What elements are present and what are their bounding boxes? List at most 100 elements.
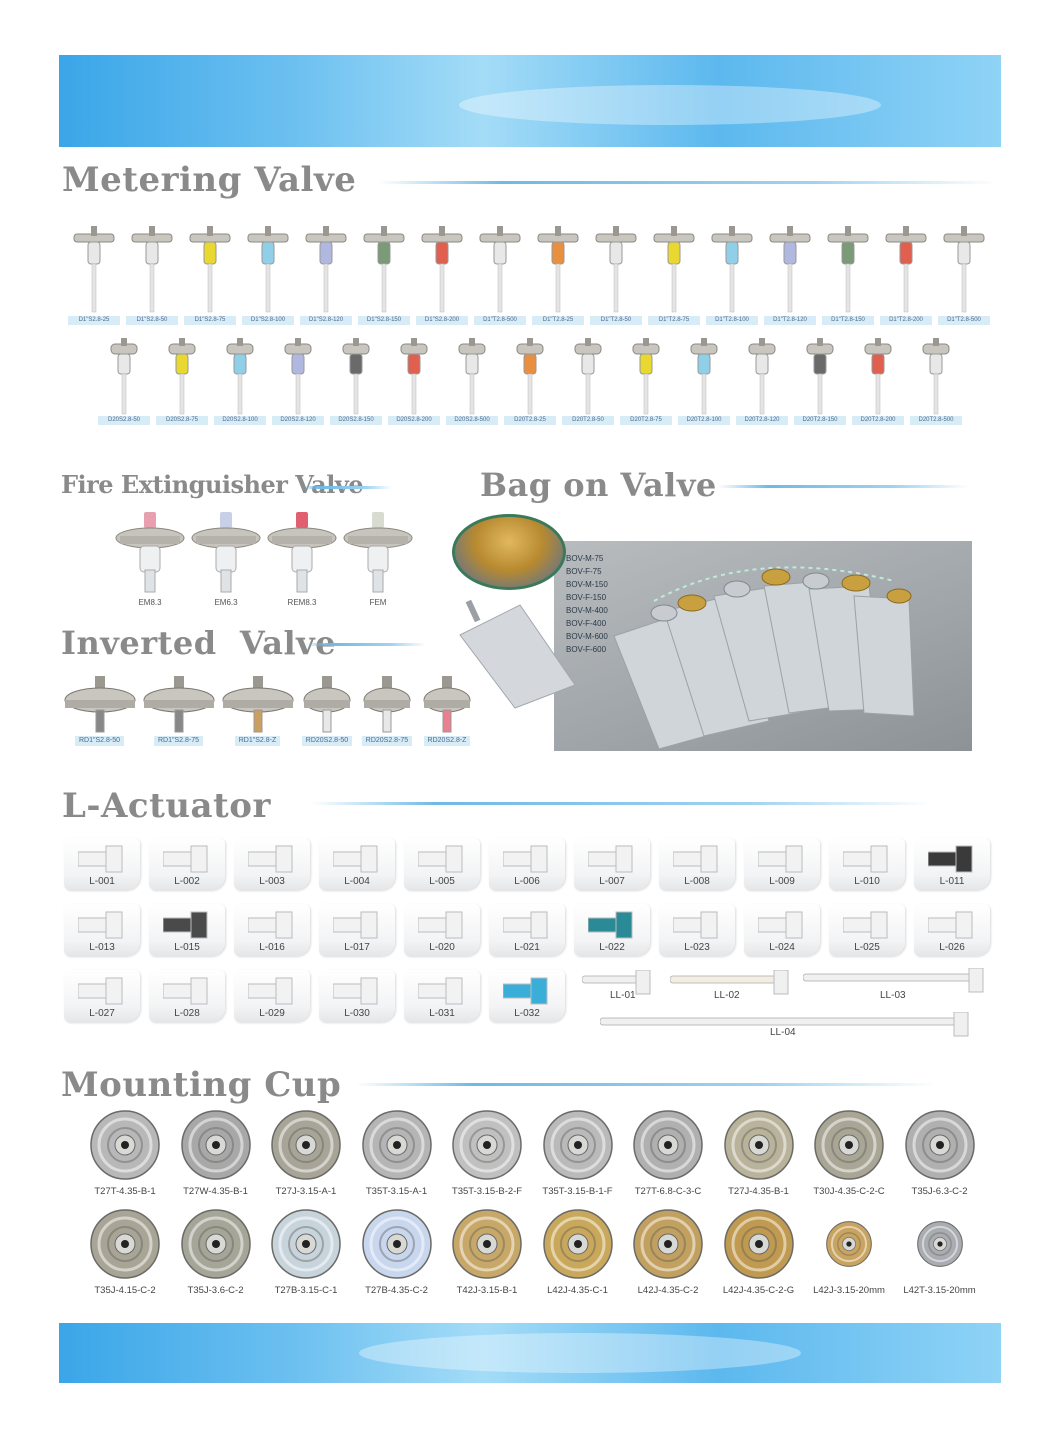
metering-valve-icon bbox=[748, 338, 776, 415]
inverted-valve-icon bbox=[222, 676, 293, 733]
mounting-cup-rule bbox=[356, 1083, 936, 1086]
l-actuator-label: L-024 bbox=[769, 942, 795, 953]
l-actuator-icon bbox=[418, 845, 463, 873]
l-actuator-card: L-017 bbox=[319, 904, 395, 956]
mounting-cup-item: T35T-3.15-B-2-F bbox=[442, 1110, 532, 1197]
l-actuator-card: L-006 bbox=[489, 838, 565, 890]
l-actuator-card: L-016 bbox=[234, 904, 310, 956]
metering-valve-label: D20S2.8-200 bbox=[388, 416, 440, 425]
l-actuator-card: L-011 bbox=[914, 838, 990, 890]
inverted-valve-item: RD20S2.8-75 bbox=[357, 676, 417, 746]
inverted-valve-item: RD1"S2.8-75 bbox=[139, 676, 218, 746]
inverted-valve-label: RD20S2.8-75 bbox=[361, 736, 413, 746]
l-actuator-card: L-031 bbox=[404, 970, 480, 1022]
l-actuator-icon bbox=[333, 977, 378, 1005]
inverted-valve-icon bbox=[303, 676, 351, 733]
bag-on-valve-closeup bbox=[452, 514, 566, 590]
metering-valve-icon bbox=[247, 226, 289, 313]
bov-model-item: BOV-F-75 bbox=[566, 567, 602, 576]
l-actuator-card: L-009 bbox=[744, 838, 820, 890]
mounting-cup-label: L42J-4.35-C-2-G bbox=[722, 1285, 795, 1296]
mounting-cup-label: T35T-3.15-B-2-F bbox=[451, 1186, 523, 1197]
l-actuator-card: L-032 bbox=[489, 970, 565, 1022]
l-actuator-label: L-031 bbox=[429, 1008, 455, 1019]
l-actuator-label: L-032 bbox=[514, 1008, 540, 1019]
mounting-cup-item: L42J-4.35-C-1 bbox=[533, 1209, 623, 1296]
bag-on-valve-rule bbox=[718, 485, 968, 488]
metering-valve-label: D1"S2.8-200 bbox=[416, 316, 468, 325]
l-actuator-label: L-007 bbox=[599, 876, 625, 887]
mounting-cup-label: T42J-3.15-B-1 bbox=[456, 1285, 518, 1296]
fire-valve-icon bbox=[343, 512, 413, 593]
metering-valve-item: D20S2.8-120 bbox=[269, 338, 327, 425]
banner-wave bbox=[459, 85, 881, 125]
l-actuator-icon bbox=[928, 845, 973, 873]
bov-model-item: BOV-F-600 bbox=[566, 645, 607, 654]
inverted-valve-title: Inverted Valve bbox=[61, 624, 337, 662]
mounting-cup-label: T35J-4.15-C-2 bbox=[94, 1285, 156, 1296]
fire-valve-item: EM6.3 bbox=[188, 512, 264, 607]
metering-valve-label: D1"T2.8-100 bbox=[706, 316, 758, 325]
l-actuator-label: L-011 bbox=[939, 876, 965, 887]
l-actuator-icon bbox=[163, 977, 208, 1005]
l-actuator-label: L-029 bbox=[259, 1008, 285, 1019]
metering-valve-item: D20T2.8-25 bbox=[501, 338, 559, 425]
metering-valve-item: D1"T2.8-120 bbox=[761, 224, 819, 325]
metering-valve-icon bbox=[922, 338, 950, 415]
fire-valve-label: EM6.3 bbox=[214, 598, 238, 607]
metering-valve-label: D1"T2.8-200 bbox=[880, 316, 932, 325]
metering-valve-title: Metering Valve bbox=[62, 160, 357, 200]
long-actuator-label: LL-03 bbox=[880, 990, 906, 1001]
l-actuator-label: L-005 bbox=[429, 876, 455, 887]
mounting-cup-label: T27T-6.8-C-3-C bbox=[634, 1186, 702, 1197]
mounting-cup-icon bbox=[904, 1110, 975, 1180]
metering-valve-label: D20T2.8-25 bbox=[504, 416, 556, 425]
mounting-cup-label: T35J-6.3-C-2 bbox=[911, 1186, 968, 1197]
metering-valve-icon bbox=[864, 338, 892, 415]
fire-extinguisher-valve-rule bbox=[302, 486, 392, 489]
inverted-valve-item: RD20S2.8-50 bbox=[297, 676, 357, 746]
mounting-cup-icon bbox=[826, 1221, 872, 1267]
banner-wave bbox=[359, 1333, 801, 1373]
metering-valve-label: D20S2.8-500 bbox=[446, 416, 498, 425]
l-actuator-label: L-008 bbox=[684, 876, 710, 887]
l-actuator-icon bbox=[843, 911, 888, 939]
mounting-cup-icon bbox=[633, 1110, 703, 1180]
l-actuator-card: L-027 bbox=[64, 970, 140, 1022]
mounting-cup-icon bbox=[271, 1209, 341, 1279]
metering-valve-item: D1"S2.8-75 bbox=[181, 224, 239, 325]
bov-model-item: BOV-M-75 bbox=[566, 554, 604, 563]
metering-valve-icon bbox=[574, 338, 602, 415]
long-actuator-icon bbox=[669, 969, 789, 995]
l-actuator-title: L-Actuator bbox=[62, 786, 271, 826]
mounting-cup-icon bbox=[542, 1209, 613, 1279]
metering-valve-icon bbox=[168, 338, 196, 415]
metering-valve-icon bbox=[458, 338, 486, 415]
mounting-cup-icon bbox=[723, 1110, 794, 1180]
inverted-valve-label: RD20S2.8-50 bbox=[301, 736, 353, 746]
metering-valve-label: D1"T2.8-120 bbox=[764, 316, 816, 325]
mounting-cup-icon bbox=[271, 1110, 341, 1180]
metering-valve-label: D20T2.8-200 bbox=[852, 416, 904, 425]
fire-valve-icon bbox=[267, 512, 337, 593]
inverted-valve-label: RD1"S2.8-50 bbox=[74, 736, 124, 746]
metering-valve-label: D1"S2.8-100 bbox=[242, 316, 294, 325]
metering-valve-icon bbox=[479, 226, 521, 313]
l-actuator-icon bbox=[588, 911, 633, 939]
l-actuator-icon bbox=[503, 977, 548, 1005]
l-actuator-card: L-001 bbox=[64, 838, 140, 890]
mounting-cup-label: T35T-3.15-A-1 bbox=[365, 1186, 428, 1197]
l-actuator-card: L-005 bbox=[404, 838, 480, 890]
l-actuator-label: L-026 bbox=[939, 942, 965, 953]
metering-valve-item: D20S2.8-200 bbox=[385, 338, 443, 425]
bag-on-valve-pouch-icon bbox=[459, 600, 576, 709]
mounting-cup-item: L42J-3.15-20mm bbox=[804, 1221, 894, 1296]
l-actuator-label: L-028 bbox=[174, 1008, 200, 1019]
l-actuator-icon bbox=[248, 977, 293, 1005]
metering-valve-label: D20T2.8-75 bbox=[620, 416, 672, 425]
mounting-cup-item: T30J-4.35-C-2-C bbox=[804, 1110, 894, 1197]
l-actuator-icon bbox=[928, 911, 973, 939]
